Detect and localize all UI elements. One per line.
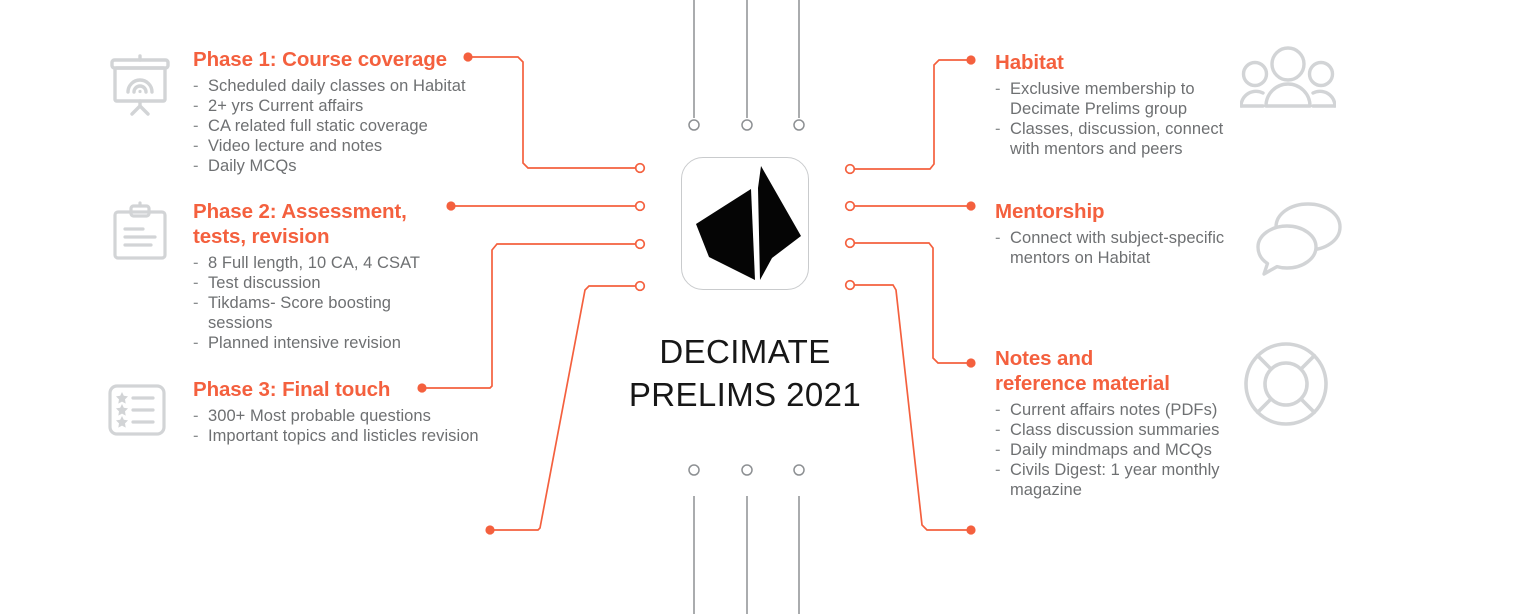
list-item-text: Video lecture and notes	[208, 137, 383, 155]
bullet-dash: -	[995, 421, 1001, 439]
section-title: Notes and reference material	[995, 347, 1170, 395]
bullet-list: - Connect with subject-specific mentors …	[995, 228, 1285, 268]
section-notes-and-reference-material: Notes and reference material - Current a…	[995, 346, 1295, 500]
section-title: Phase 2: Assessment, tests, revision	[193, 200, 407, 248]
bullet-dash: -	[995, 401, 1001, 419]
page-title: DECIMATE PRELIMS 2021	[628, 333, 862, 413]
list-item: - 2+ yrs Current affairs	[193, 96, 513, 116]
list-item: - 8 Full length, 10 CA, 4 CSAT	[193, 253, 513, 273]
bullet-dash: -	[193, 157, 199, 175]
list-item-text: 8 Full length, 10 CA, 4 CSAT	[208, 254, 421, 272]
list-item-text: Daily mindmaps and MCQs	[1010, 441, 1212, 459]
list-item: - Connect with subject-specific mentors …	[995, 228, 1285, 268]
list-item-text: Tikdams- Score boosting sessions	[208, 294, 392, 332]
section-title: Habitat	[995, 51, 1064, 74]
list-item: - Test discussion	[193, 273, 513, 293]
section-habitat: Habitat - Exclusive membership to Decima…	[995, 50, 1285, 159]
bullet-dash: -	[193, 77, 199, 95]
checklist-icon	[108, 384, 166, 436]
section-title: Phase 3: Final touch	[193, 378, 391, 401]
bullet-dash: -	[995, 120, 1001, 138]
list-item: - Daily MCQs	[193, 156, 513, 176]
section-mentorship: Mentorship - Connect with subject-specif…	[995, 199, 1285, 268]
list-item: - Civils Digest: 1 year monthly magazine	[995, 460, 1295, 500]
list-item-text: Daily MCQs	[208, 157, 297, 175]
bullet-list: - 300+ Most probable questions - Importa…	[193, 406, 523, 446]
bullet-dash: -	[193, 274, 199, 292]
list-item: - Classes, discussion, connect with ment…	[995, 119, 1285, 159]
bullet-dash: -	[193, 254, 199, 272]
bullet-dash: -	[995, 80, 1001, 98]
section-title: Phase 1: Course coverage	[193, 48, 447, 71]
bullet-list: - Scheduled daily classes on Habitat - 2…	[193, 76, 513, 176]
list-item-text: Exclusive membership to Decimate Prelims…	[1010, 80, 1195, 118]
section-phase-3: Phase 3: Final touch - 300+ Most probabl…	[193, 377, 523, 446]
bullet-dash: -	[995, 229, 1001, 247]
bullet-dash: -	[193, 294, 199, 312]
clipboard-icon	[113, 201, 167, 260]
bullet-list: - Current affairs notes (PDFs) - Class d…	[995, 400, 1295, 500]
list-item: - Class discussion summaries	[995, 420, 1295, 440]
bullet-dash: -	[193, 117, 199, 135]
section-phase-1: Phase 1: Course coverage - Scheduled dai…	[193, 47, 513, 176]
bullet-dash: -	[193, 97, 199, 115]
list-item: - Scheduled daily classes on Habitat	[193, 76, 513, 96]
list-item-text: CA related full static coverage	[208, 117, 428, 135]
bullet-dash: -	[995, 441, 1001, 459]
list-item-text: Current affairs notes (PDFs)	[1010, 401, 1218, 419]
list-item: - CA related full static coverage	[193, 116, 513, 136]
bullet-list: - Exclusive membership to Decimate Preli…	[995, 79, 1285, 159]
list-item-text: 2+ yrs Current affairs	[208, 97, 364, 115]
list-item-text: Important topics and listicles revision	[208, 427, 479, 445]
bullet-dash: -	[995, 461, 1001, 479]
list-item-text: Class discussion summaries	[1010, 421, 1220, 439]
speech-bubbles-icon	[1256, 202, 1342, 276]
list-item: - Important topics and listicles revisio…	[193, 426, 523, 446]
bullet-dash: -	[193, 407, 199, 425]
list-item: - 300+ Most probable questions	[193, 406, 523, 426]
people-group-icon	[1240, 46, 1336, 108]
list-item-text: Civils Digest: 1 year monthly magazine	[1010, 461, 1220, 499]
list-item: - Video lecture and notes	[193, 136, 513, 156]
list-item: - Current affairs notes (PDFs)	[995, 400, 1295, 420]
list-item-text: Planned intensive revision	[208, 334, 401, 352]
section-phase-2: Phase 2: Assessment, tests, revision - 8…	[193, 199, 513, 353]
logo-card	[681, 157, 809, 290]
section-title: Mentorship	[995, 200, 1105, 223]
projector-screen-icon	[110, 54, 170, 116]
bullet-dash: -	[193, 334, 199, 352]
list-item-text: Connect with subject-specific mentors on…	[1010, 229, 1225, 267]
list-item-text: 300+ Most probable questions	[208, 407, 431, 425]
list-item-text: Scheduled daily classes on Habitat	[208, 77, 466, 95]
list-item: - Tikdams- Score boosting sessions	[193, 293, 513, 333]
list-item-text: Test discussion	[208, 274, 321, 292]
bullet-dash: -	[193, 427, 199, 445]
bullet-list: - 8 Full length, 10 CA, 4 CSAT - Test di…	[193, 253, 513, 353]
list-item-text: Classes, discussion, connect with mentor…	[1010, 120, 1224, 158]
list-item: - Daily mindmaps and MCQs	[995, 440, 1295, 460]
list-item: - Planned intensive revision	[193, 333, 513, 353]
decimate-prelims-logo	[696, 166, 801, 280]
lifebuoy-icon	[1244, 342, 1328, 426]
list-item: - Exclusive membership to Decimate Preli…	[995, 79, 1285, 119]
bullet-dash: -	[193, 137, 199, 155]
